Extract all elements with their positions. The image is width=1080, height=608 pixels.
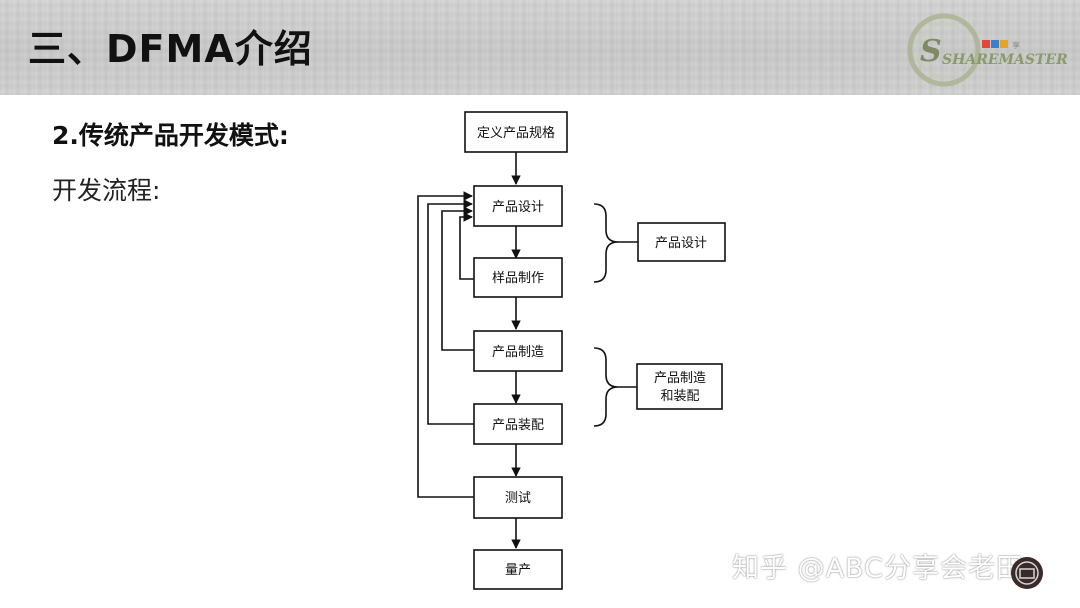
group-box-manufacture [636, 363, 723, 410]
group-label-manufacture-line1: 产品制造 [654, 371, 706, 386]
step-box-design [473, 185, 563, 227]
step-label-assembly: 产品装配 [492, 418, 544, 433]
sharemaster-logo: S SHAREMASTER 享 [907, 13, 1068, 87]
step-label-manufacture: 产品制造 [492, 345, 544, 360]
section-subtitle: 2.传统产品开发模式: [52, 121, 289, 150]
group-box-design [637, 222, 726, 262]
feedback-test-to-design [417, 191, 474, 498]
brace-design-group [593, 203, 619, 283]
step-label-sample: 样品制作 [492, 271, 544, 286]
step-label-production: 量产 [505, 563, 531, 578]
step-label-design: 产品设计 [492, 200, 544, 215]
logo-small-text: 享 [1012, 40, 1020, 50]
group-label-design: 产品设计 [655, 236, 707, 251]
brace-manufacture-group [593, 347, 619, 427]
avatar-icon [1011, 557, 1043, 589]
svg-text:S: S [920, 34, 942, 69]
header-banner [0, 0, 1080, 95]
logo-wordmark: SHAREMASTER [942, 52, 1068, 68]
step-label-test: 测试 [505, 491, 531, 506]
step-box-assembly [473, 403, 563, 445]
step-box-sample [473, 257, 563, 298]
page-title: 三、DFMA介绍 [28, 27, 313, 71]
step-box-spec [464, 111, 568, 153]
zhihu-watermark: 知乎 @ABC分享会老田 [732, 553, 1024, 584]
step-box-manufacture [473, 330, 563, 372]
feedback-assembly-to-design [427, 199, 474, 425]
feedback-sample-to-design [459, 212, 474, 280]
step-box-test [473, 476, 563, 519]
feedback-manufacture-to-design [441, 206, 474, 351]
section-subtext: 开发流程: [52, 176, 161, 205]
step-box-production [473, 549, 563, 590]
group-label-manufacture-line2: 和装配 [660, 389, 699, 404]
step-label-spec: 定义产品规格 [477, 125, 555, 141]
